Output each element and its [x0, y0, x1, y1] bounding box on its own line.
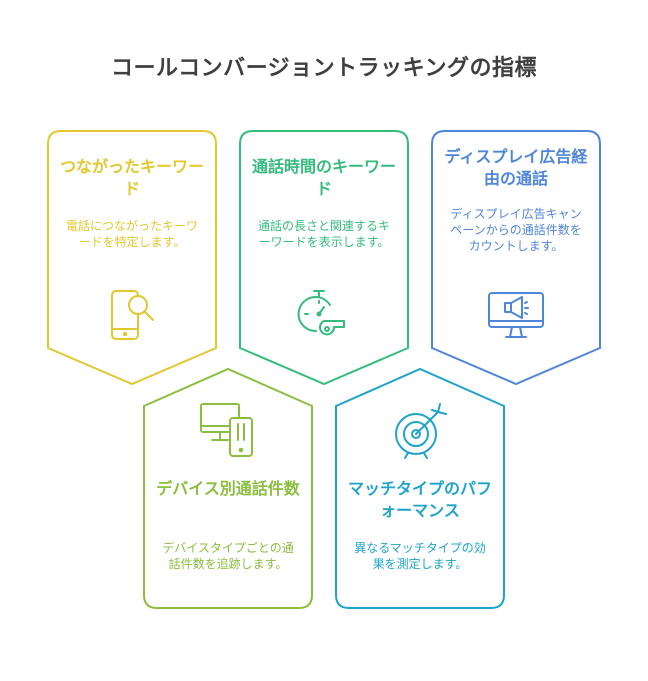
card-shape: [47, 130, 217, 386]
page-title: コールコンバージョントラッキングの指標: [111, 56, 537, 81]
card-title: 通話時間のキーワード: [251, 157, 396, 198]
card-title: ディスプレイ広告経由の通話: [444, 147, 588, 188]
card-title: デバイス別通話件数: [156, 479, 300, 498]
card-description: 電話につながったキーワードを特定します。: [65, 219, 198, 249]
card-title: マッチタイプのパフォーマンス: [347, 479, 492, 520]
card-connected-keywords: つながったキーワード 電話につながったキーワードを特定します。: [47, 130, 217, 386]
card-shape: [239, 130, 409, 386]
card-shape: [335, 367, 505, 609]
monitor-megaphone-icon: [486, 285, 546, 345]
card-description: 異なるマッチタイプの効果を測定します。: [354, 541, 486, 571]
card-description: ディスプレイ広告キャンペーンからの通話件数をカウントします。: [450, 207, 582, 253]
card-match-type-performance: マッチタイプのパフォーマンス 異なるマッチタイプの効果を測定します。: [335, 367, 505, 610]
stopwatch-whistle-icon: [294, 285, 354, 345]
card-shape: [431, 130, 601, 386]
phone-search-icon: [102, 285, 162, 345]
target-arrow-icon: [390, 400, 450, 460]
card-display-ad-calls: ディスプレイ広告経由の通話 ディスプレイ広告キャンペーンからの通話件数をカウント…: [431, 130, 601, 386]
card-description: 通話の長さと関連するキーワードを表示します。: [257, 219, 390, 249]
card-calls-by-device: デバイス別通話件数 デバイスタイプごとの通話件数を追跡します。: [143, 367, 313, 610]
card-description: デバイスタイプごとの通話件数を追跡します。: [162, 541, 294, 571]
devices-icon: [198, 400, 258, 460]
card-shape: [143, 367, 313, 609]
card-call-duration-keywords: 通話時間のキーワード 通話の長さと関連するキーワードを表示します。: [239, 130, 409, 386]
card-title: つながったキーワード: [59, 157, 204, 198]
